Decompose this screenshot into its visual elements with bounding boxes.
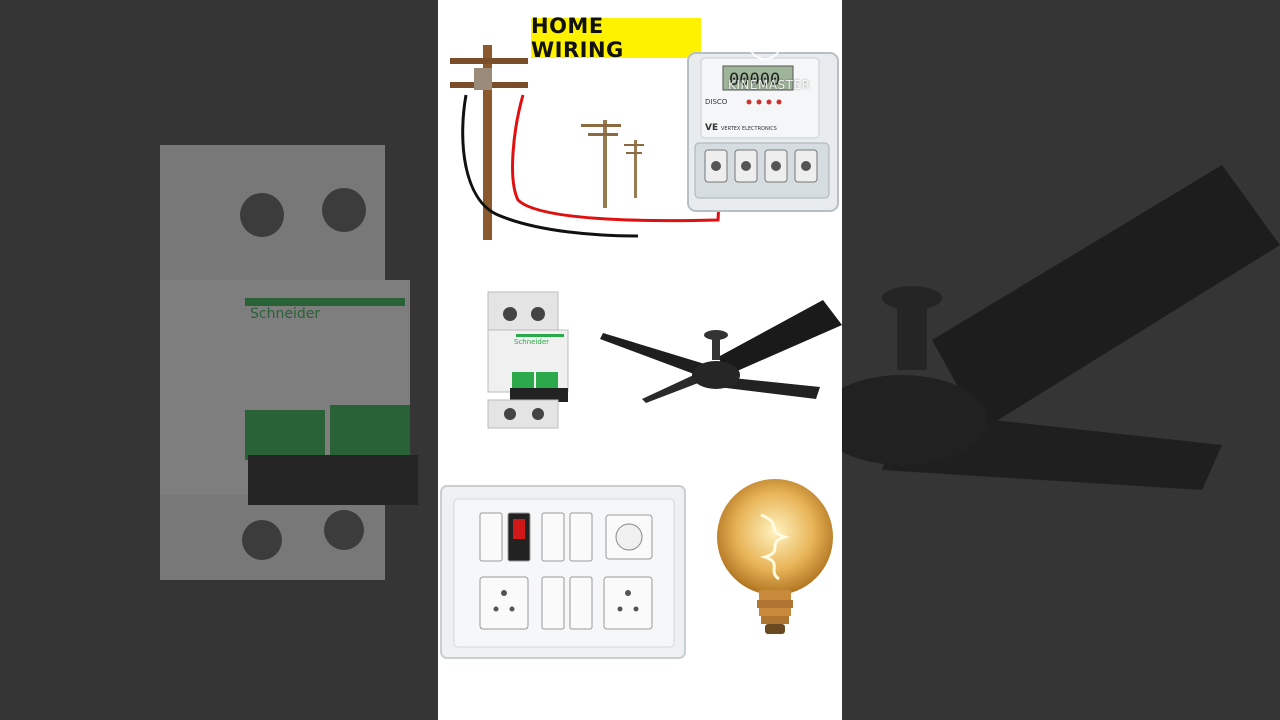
kinemaster-watermark: KINEMASTER — [728, 78, 811, 92]
page-title: HOME WIRING — [531, 14, 624, 62]
kinemaster-logo-icon: K — [748, 26, 782, 60]
distant-pole-small-icon — [624, 140, 644, 198]
socket-right — [603, 576, 653, 630]
mcb-breaker-icon: Schneider — [487, 291, 569, 429]
switch-3 — [569, 512, 593, 562]
light-bulb-icon — [717, 479, 833, 634]
neutral-wire — [461, 94, 639, 238]
switch-1 — [479, 512, 503, 562]
meter-logo: VE — [705, 123, 718, 133]
title-banner: HOME WIRING — [531, 14, 701, 62]
mcb-brand: Schneider — [514, 338, 549, 346]
distant-pole-icon — [581, 120, 621, 208]
switch-2 — [541, 512, 565, 562]
service-line-diagram — [450, 45, 722, 240]
switch-4 — [541, 576, 565, 630]
switch-board-icon — [440, 485, 686, 659]
utility-pole-icon — [450, 45, 528, 240]
meter-display: 00000 — [729, 70, 780, 90]
socket-left — [479, 576, 529, 630]
meter-maker: VERTEX ELECTRONICS — [721, 126, 777, 132]
switch-5 — [569, 576, 593, 630]
live-wire — [511, 94, 722, 223]
background-left: Schneider — [0, 0, 438, 720]
meter-label: DISCO — [705, 98, 728, 106]
home-wiring-panel: HOME WIRING 00000 DISCO — [438, 0, 842, 720]
energy-meter-icon: 00000 DISCO VE VERTEX ELECTRONICS — [687, 52, 839, 212]
background-right — [842, 0, 1280, 720]
fan-regulator-knob — [615, 523, 643, 551]
ceiling-fan-icon — [600, 300, 842, 403]
